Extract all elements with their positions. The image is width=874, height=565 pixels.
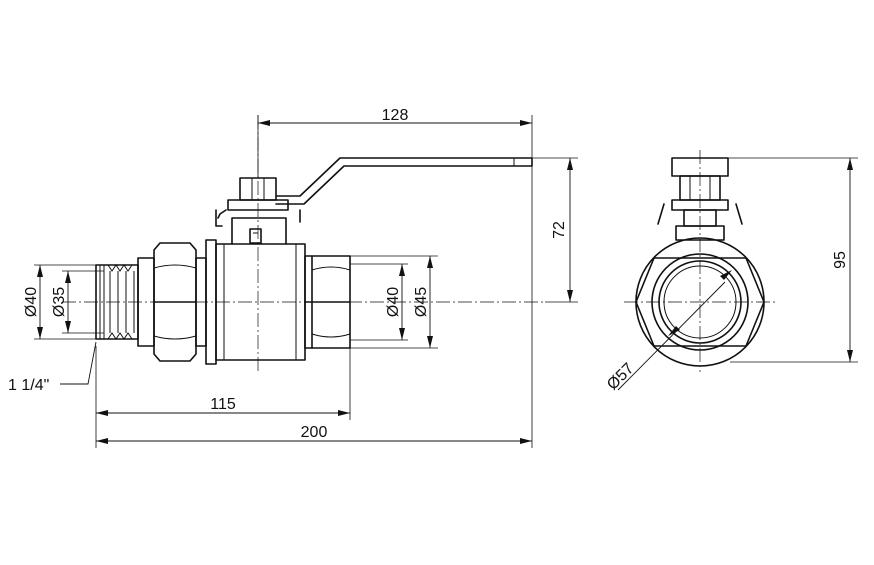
end-view-body (635, 237, 765, 367)
dimension-overall-length: 200 (96, 166, 533, 448)
dimension-label-128: 128 (382, 107, 409, 124)
dimension-handle-height: 72 (532, 157, 578, 303)
lever-handle (215, 157, 533, 227)
thread-size-callout: 1 1/4" (8, 341, 97, 394)
dimension-male-thread-diameters: Ø40 Ø35 (23, 264, 104, 340)
dimension-label-female-inner: Ø40 (385, 287, 402, 317)
dimension-label-200: 200 (301, 424, 328, 441)
dimension-label-115: 115 (210, 396, 236, 413)
female-end (304, 255, 351, 349)
dimension-label-male-outer: Ø40 (23, 287, 40, 317)
dimension-handle-reach: 128 (257, 107, 533, 178)
dimension-label-female-outer: Ø45 (413, 287, 430, 317)
male-threaded-end (95, 257, 155, 347)
dimension-body-diameter: Ø57 (604, 270, 732, 394)
valve-body (205, 217, 306, 365)
dimension-label-male-inner: Ø35 (51, 287, 68, 317)
dimension-label-95: 95 (832, 251, 849, 269)
dimension-thread-to-union: 115 (95, 346, 351, 448)
dimension-label-72: 72 (551, 221, 568, 239)
end-view: Ø57 95 (604, 150, 858, 394)
end-view-stem (657, 157, 743, 241)
dimension-label-body-diameter: Ø57 (604, 360, 637, 393)
side-view: 128 72 Ø40 Ø35 1 (8, 107, 578, 448)
dimension-female-end-diameters: Ø40 Ø45 (350, 255, 438, 349)
thread-size-label: 1 1/4" (8, 377, 49, 394)
dimension-total-height: 95 (728, 157, 858, 363)
